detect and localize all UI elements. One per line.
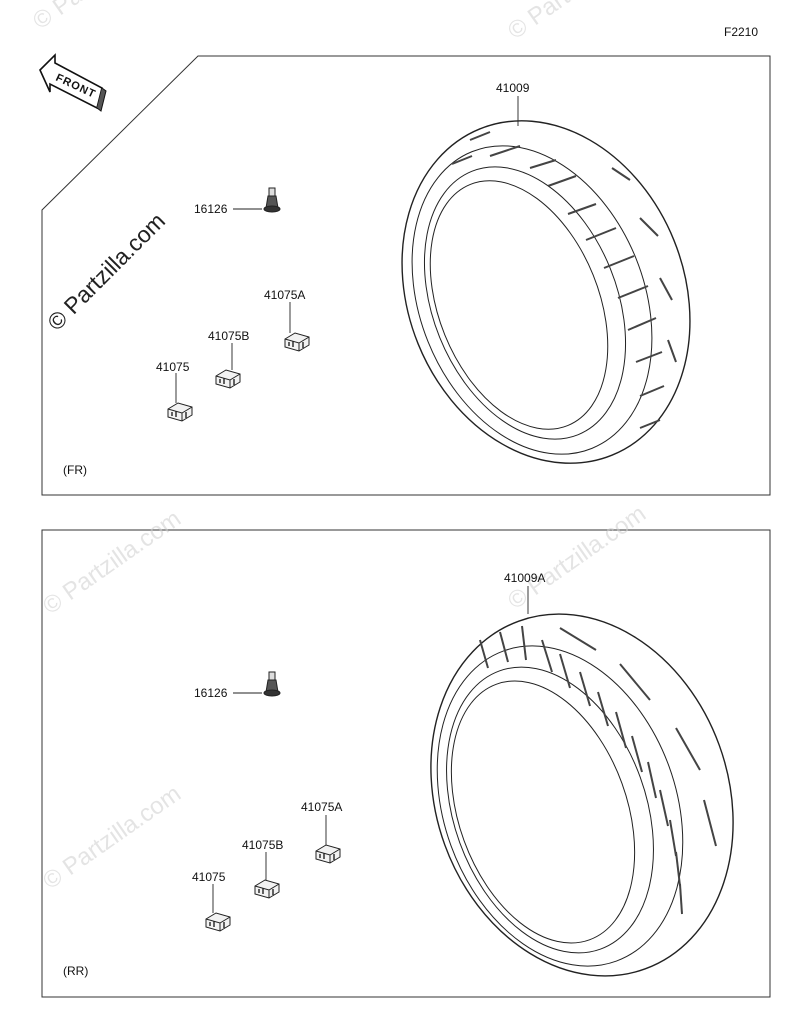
front-arrow-icon: FRONT (39, 53, 107, 112)
front-panel-frame (41, 55, 771, 496)
svg-text:© Partzilla.com: © Partzilla.com (38, 780, 186, 895)
rear-tire (430, 613, 734, 977)
rear-panel-frame (41, 529, 771, 998)
front-section-label: (FR) (63, 463, 87, 477)
front-tire (401, 120, 691, 464)
rear-weight-a-icon (315, 844, 341, 864)
front-weight-b-label: 41075B (208, 329, 249, 343)
front-weight-b-icon (215, 369, 241, 389)
rear-weight-icon (205, 912, 231, 932)
rear-valve-icon (263, 671, 281, 697)
front-weight-label: 41075 (156, 360, 190, 374)
rear-weight-label: 41075 (192, 870, 226, 884)
watermark-main: © Partzilla.com (42, 208, 170, 336)
rear-weight-b-label: 41075B (242, 838, 283, 852)
rear-tire-label: 41009A (504, 571, 545, 585)
front-weight-a-icon (284, 332, 310, 352)
svg-text:© Partzilla.com: © Partzilla.com (503, 0, 651, 45)
front-weight-a-label: 41075A (264, 288, 305, 302)
diagram-code: F2210 (724, 25, 758, 39)
front-valve-label: 16126 (194, 202, 228, 216)
rear-valve-label: 16126 (194, 686, 228, 700)
rear-weight-b-icon (254, 879, 280, 899)
svg-text:© Partzilla.com: © Partzilla.com (38, 505, 186, 620)
svg-text:© Partzilla.com: © Partzilla.com (28, 0, 176, 35)
front-valve-icon (263, 187, 281, 213)
front-weight-icon (167, 402, 193, 422)
svg-text:© Partzilla.com: © Partzilla.com (503, 500, 651, 615)
rear-weight-a-label: 41075A (301, 800, 342, 814)
front-tire-label: 41009 (496, 81, 530, 95)
rear-section-label: (RR) (63, 964, 88, 978)
